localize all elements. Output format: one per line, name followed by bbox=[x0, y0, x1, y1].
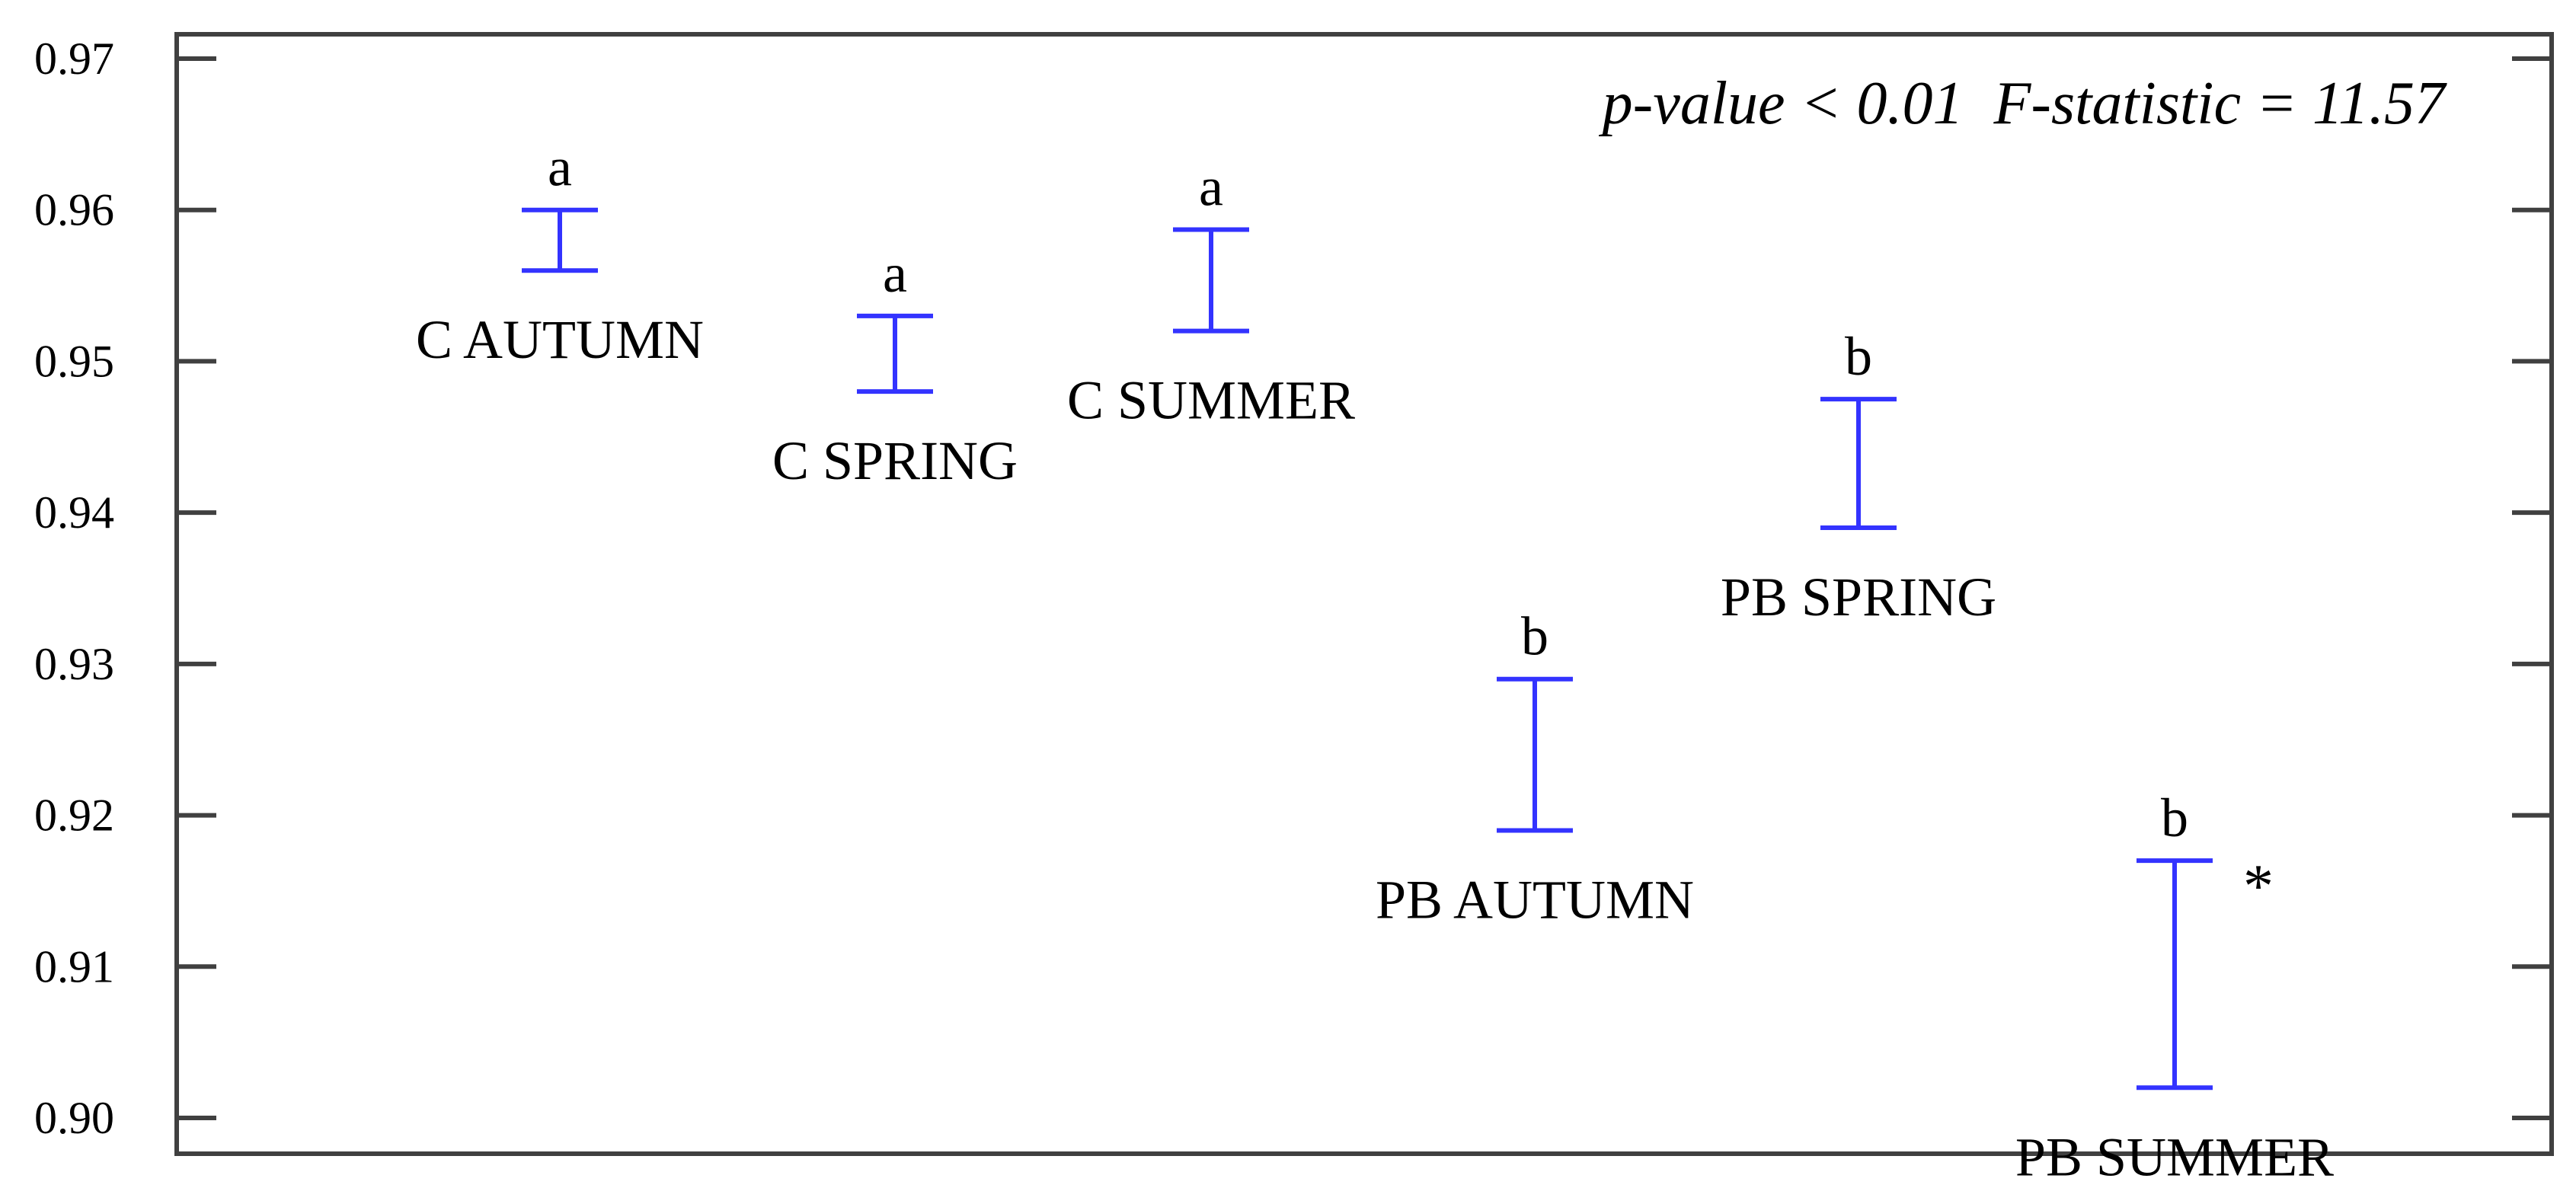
y-tick-label-6: 0.96 bbox=[34, 185, 114, 235]
error-bar-1: a C SPRING bbox=[772, 243, 1018, 491]
significance-letter: b bbox=[1845, 326, 1872, 387]
y-tick-label-7: 0.97 bbox=[34, 34, 114, 84]
error-bar-4: b PB SPRING bbox=[1721, 326, 1996, 628]
significance-letter: b bbox=[2161, 787, 2188, 848]
y-tick-label-1: 0.91 bbox=[34, 941, 114, 992]
error-bar-2: a C SUMMER bbox=[1067, 157, 1355, 431]
group-label: PB AUTUMN bbox=[1376, 869, 1694, 930]
group-label: C SUMMER bbox=[1067, 370, 1355, 431]
error-bar-0: a C AUTUMN bbox=[416, 137, 704, 370]
significance-marker: * bbox=[2243, 853, 2274, 920]
y-axis: 0.90 0.91 0.92 0.93 0.94 0.95 0.96 0.97 bbox=[34, 34, 2552, 1143]
significance-letter: a bbox=[1199, 157, 1223, 218]
error-bar-5: b PB SUMMER * bbox=[2015, 787, 2334, 1187]
significance-letter: b bbox=[1521, 606, 1548, 667]
group-label: C AUTUMN bbox=[416, 309, 704, 370]
group-label: PB SPRING bbox=[1721, 567, 1996, 628]
error-bar-3: b PB AUTUMN bbox=[1376, 606, 1694, 931]
group-label: C SPRING bbox=[772, 430, 1018, 491]
significance-letter: a bbox=[548, 137, 572, 198]
statistics-annotation: p-value < 0.01 F-statistic = 11.57 bbox=[1599, 70, 2447, 137]
y-tick-label-0: 0.90 bbox=[34, 1093, 114, 1143]
y-tick-label-3: 0.93 bbox=[34, 639, 114, 689]
y-tick-label-4: 0.94 bbox=[34, 487, 114, 538]
plot-frame bbox=[174, 32, 2554, 1156]
y-tick-label-2: 0.92 bbox=[34, 790, 114, 841]
y-tick-label-5: 0.95 bbox=[34, 336, 114, 386]
group-label: PB SUMMER bbox=[2015, 1126, 2334, 1187]
significance-letter: a bbox=[883, 243, 907, 304]
